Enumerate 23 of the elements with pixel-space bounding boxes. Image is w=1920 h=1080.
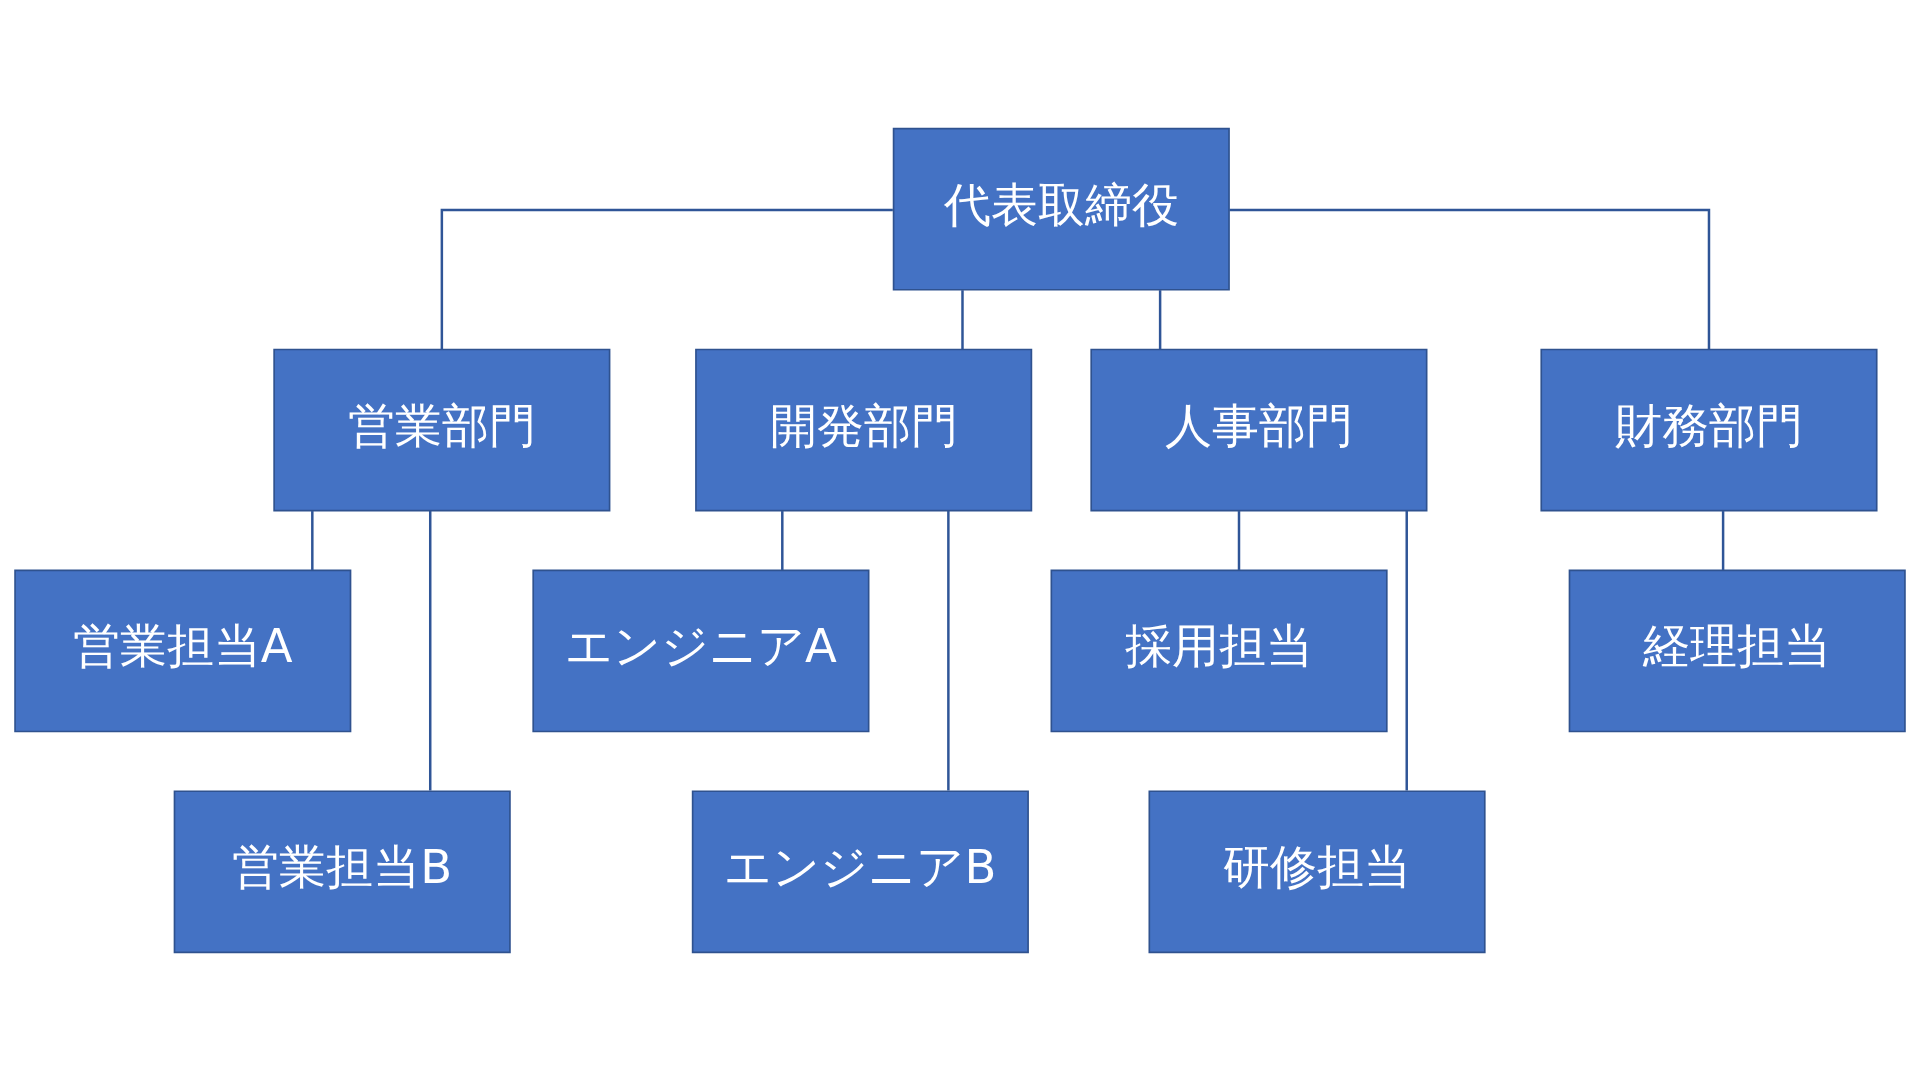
connector (961, 289, 964, 349)
node-box: 経理担当 (1568, 569, 1906, 732)
connector (1158, 289, 1162, 349)
connector (1229, 208, 1711, 349)
connector (781, 510, 784, 570)
connector (1721, 510, 1725, 570)
node-box: 営業部門 (273, 348, 611, 511)
node-box: エンジニアB (691, 789, 1029, 953)
node-box: 営業担当A (14, 569, 352, 732)
connector (429, 510, 432, 791)
connector (947, 510, 950, 791)
connector (1237, 510, 1241, 570)
node-box: 開発部門 (695, 348, 1033, 511)
node-box: エンジニアA (532, 569, 870, 732)
node-box: 人事部門 (1090, 348, 1428, 511)
connector (1405, 510, 1408, 791)
node-box: 営業担当B (173, 789, 511, 953)
node-box: 財務部門 (1540, 348, 1878, 511)
node-box: 研修担当 (1148, 789, 1486, 953)
connector (440, 208, 893, 349)
node-box: 採用担当 (1050, 569, 1388, 732)
node-box: 代表取締役 (892, 127, 1230, 291)
connector (311, 510, 314, 570)
